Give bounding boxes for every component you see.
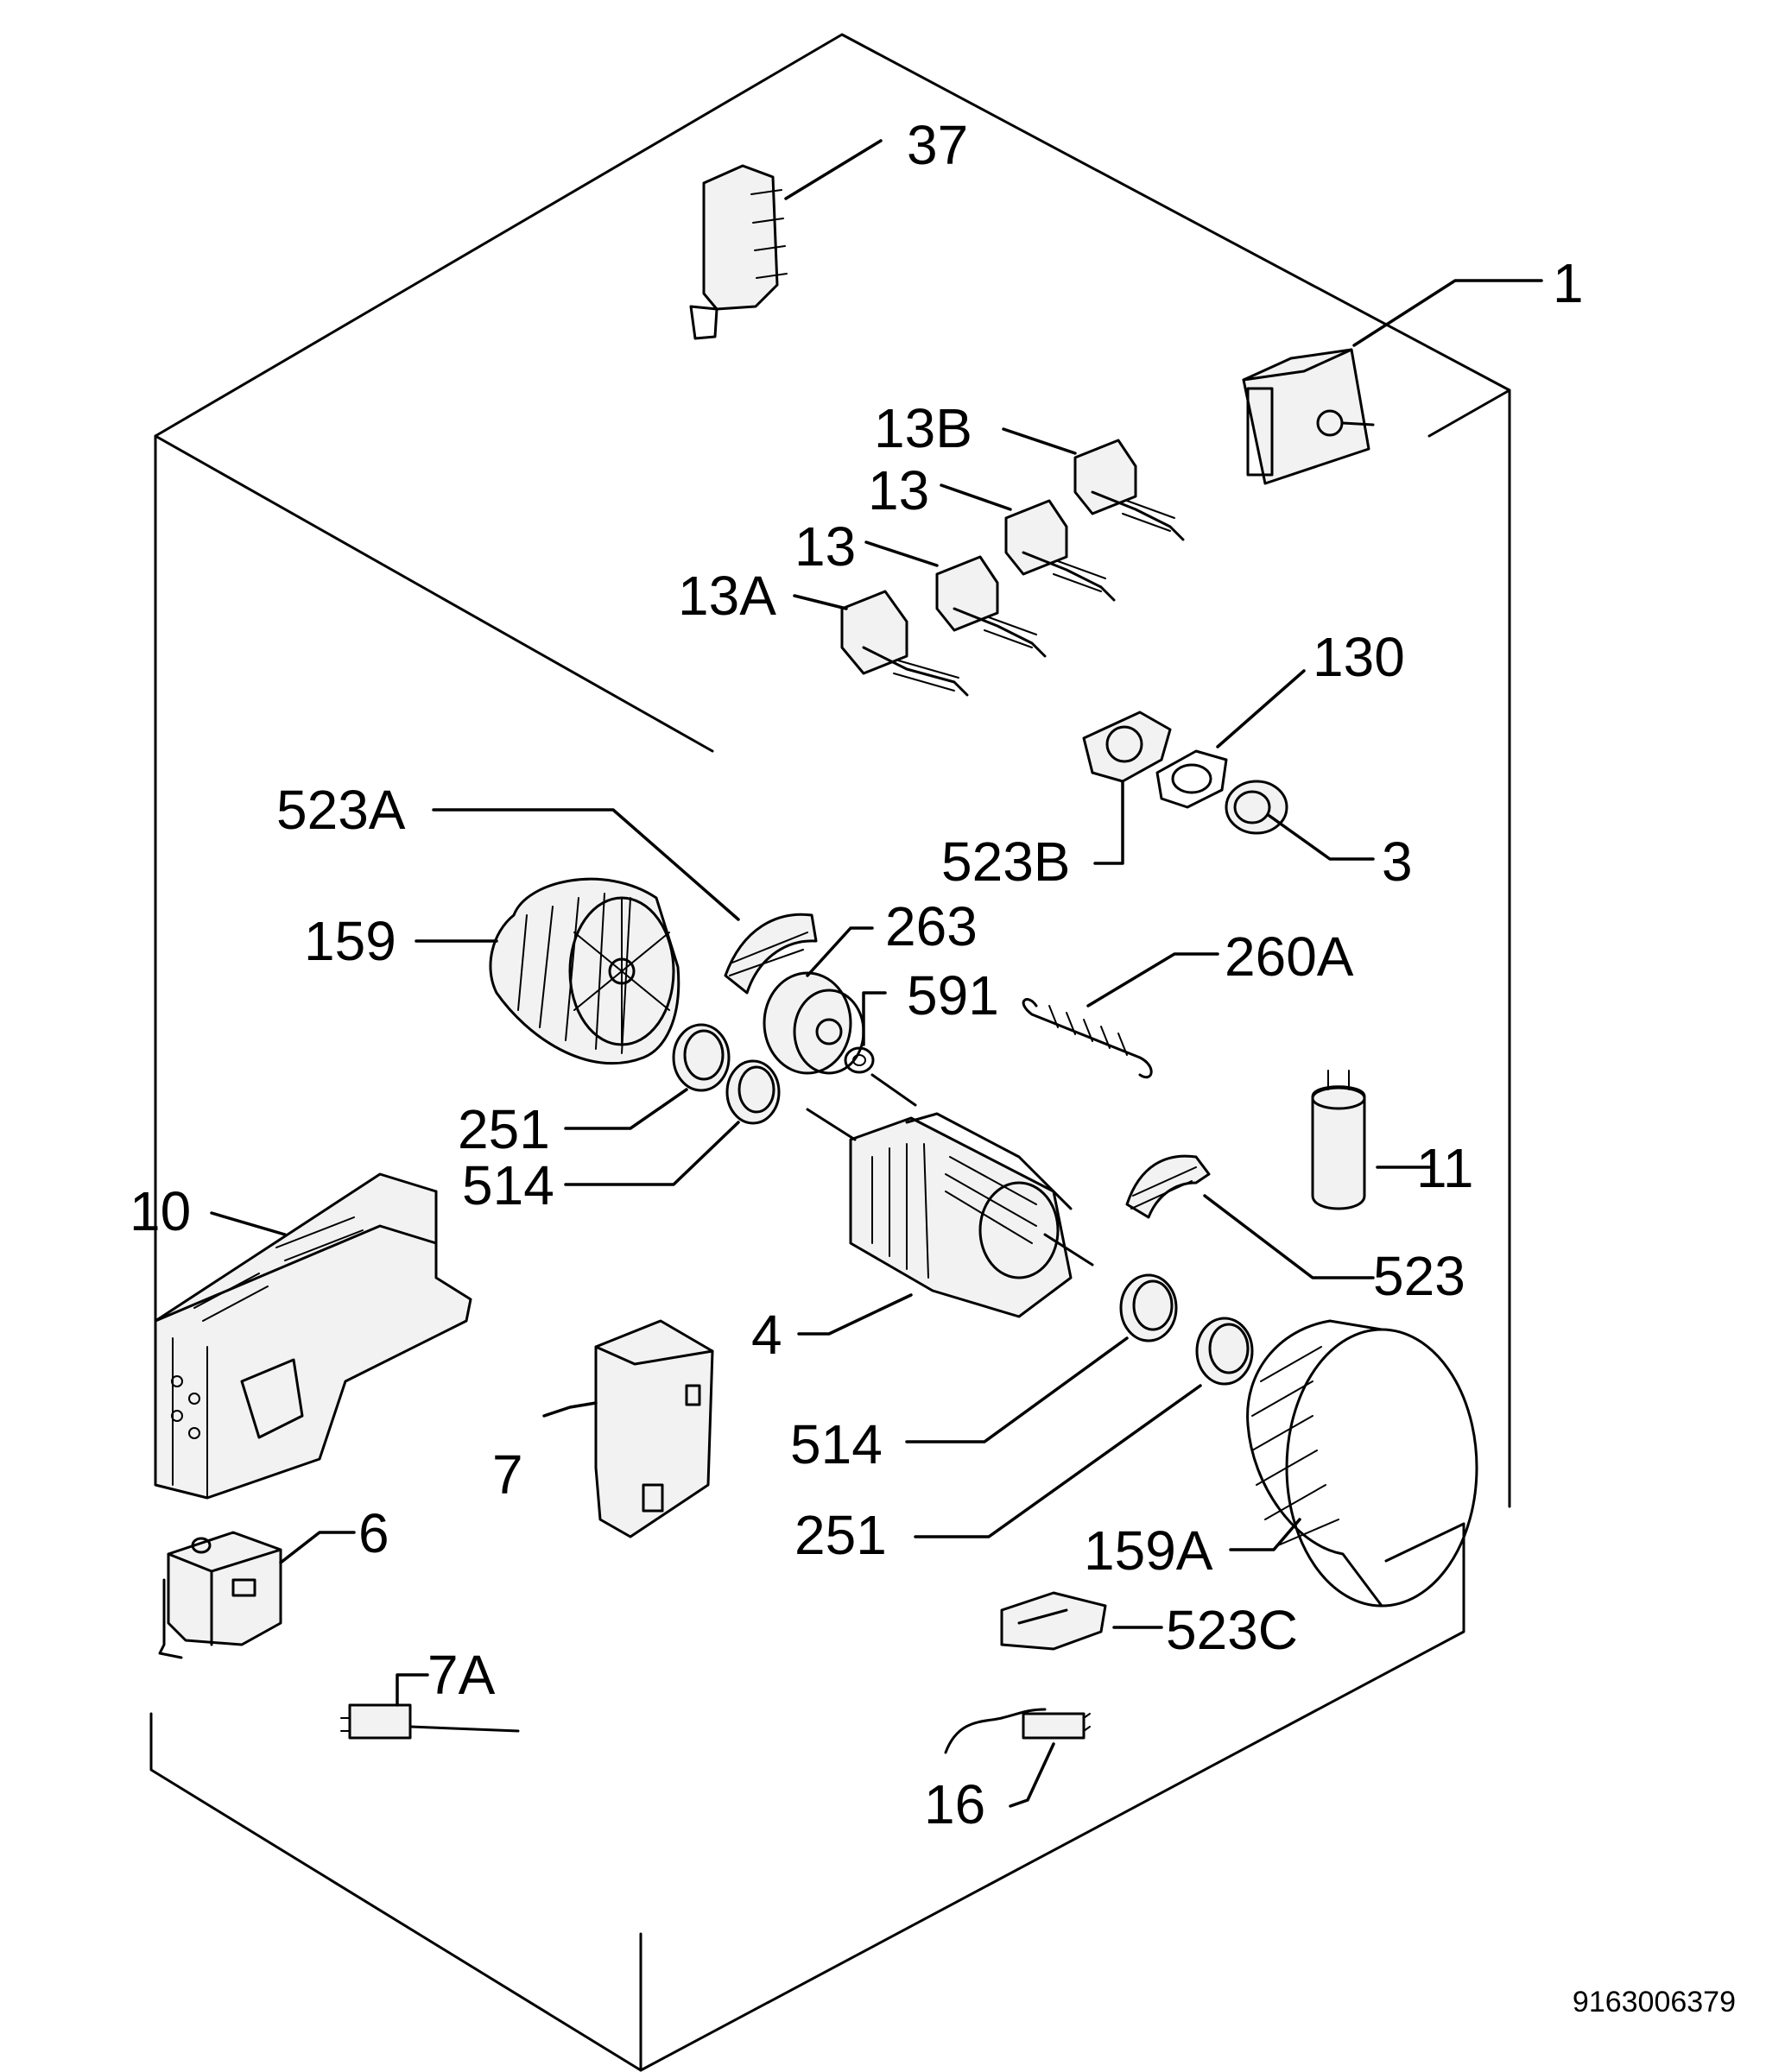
callout-16: 16 [924, 1773, 985, 1835]
part-159A-fan-wheel [1246, 1319, 1478, 1608]
part-523C-bracket [1000, 1591, 1107, 1651]
callout-37: 37 [907, 114, 968, 176]
callout-523A: 523A [276, 779, 406, 841]
part-11-capacitor [1311, 1070, 1366, 1210]
part-4-motor [806, 1073, 1094, 1318]
part-13B-switch [1073, 439, 1185, 541]
callout-3: 3 [1382, 831, 1413, 893]
part-514-ring-left [725, 1059, 781, 1125]
cabinet-outline [149, 33, 1511, 2072]
part-251-ring-right [1195, 1317, 1254, 1386]
part-523B-bracket [1082, 711, 1172, 783]
callout-523: 523 [1373, 1245, 1465, 1307]
callout-251-right: 251 [794, 1504, 887, 1566]
callout-251-left: 251 [458, 1098, 550, 1160]
callout-11: 11 [1416, 1137, 1473, 1199]
part-523A-clamp [724, 913, 818, 995]
part-591-washer [844, 1046, 875, 1074]
callout-13A: 13A [678, 565, 776, 627]
part-1-timer-unit [1242, 348, 1375, 485]
callout-159: 159 [304, 910, 396, 972]
callout-13B: 13B [874, 397, 972, 459]
callout-1: 1 [1553, 252, 1584, 314]
callout-13-upper: 13 [868, 459, 929, 521]
callout-130: 130 [1313, 626, 1405, 688]
part-3-bearing [1225, 780, 1288, 835]
part-523-clamp [1125, 1154, 1211, 1219]
leader-lines [210, 139, 1543, 1808]
callout-523C: 523C [1166, 1599, 1298, 1661]
callout-523B: 523B [941, 831, 1070, 893]
callout-514-left: 514 [462, 1154, 554, 1216]
part-159-impeller [489, 877, 680, 1065]
part-13-switch-upper [1004, 499, 1116, 602]
callout-591: 591 [907, 964, 999, 1027]
part-263-pulley [763, 971, 865, 1075]
part-10-heater-assembly [154, 1172, 472, 1500]
callout-13-lower: 13 [794, 515, 856, 578]
part-16-thermostat-switch [944, 1708, 1091, 1754]
part-514-ring-right [1119, 1273, 1178, 1342]
part-6-pump [158, 1531, 282, 1659]
callout-4: 4 [751, 1304, 782, 1366]
callout-labels: 37 1 13B 13 13 13A 130 523A 523B 3 159 2… [130, 114, 1584, 1835]
part-7-door-interlock [594, 1319, 714, 1538]
part-7A-microswitch [340, 1703, 520, 1740]
part-130-gasket [1155, 749, 1228, 809]
callout-6: 6 [358, 1502, 389, 1564]
document-number: 9163006379 [1573, 1986, 1736, 2018]
part-37-connector-block [689, 164, 788, 340]
part-260A-spring [1022, 998, 1153, 1078]
callout-7: 7 [492, 1443, 523, 1506]
part-13-switch-lower [935, 555, 1047, 658]
part-251-ring-left [672, 1023, 731, 1092]
callout-263: 263 [885, 895, 978, 957]
callout-514-right: 514 [790, 1413, 883, 1475]
callout-7A: 7A [427, 1644, 496, 1706]
callout-10: 10 [130, 1180, 191, 1242]
callout-159A: 159A [1084, 1519, 1213, 1582]
callout-260A: 260A [1225, 925, 1354, 988]
part-13A-switch [840, 590, 969, 697]
